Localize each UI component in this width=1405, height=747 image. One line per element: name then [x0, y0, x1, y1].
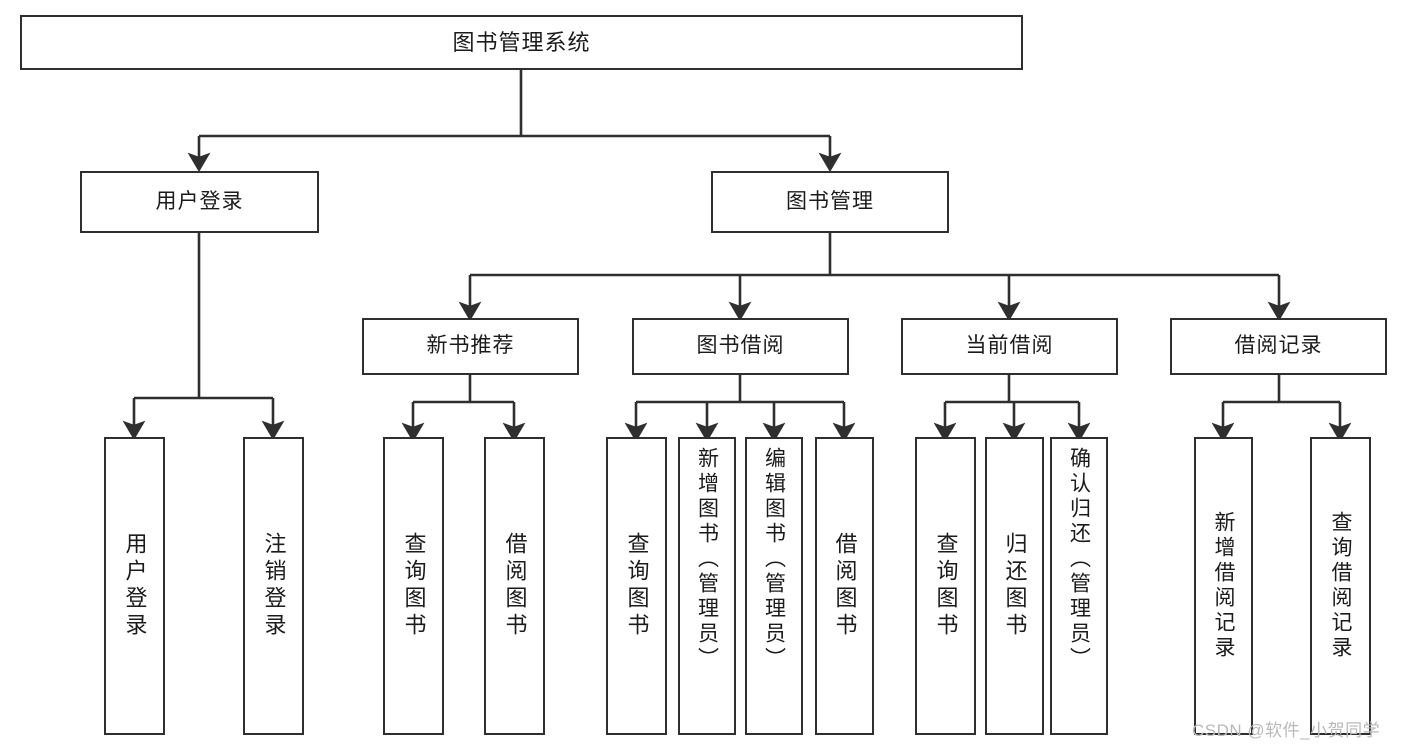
node-label: 当前借阅	[965, 334, 1054, 358]
node-label: 借阅图书	[502, 532, 528, 640]
leaf-user-login[interactable]: 用户登录	[104, 437, 165, 735]
node-label: 新书推荐	[426, 334, 515, 358]
node-label: 用户登录	[155, 189, 244, 213]
leaf-logout[interactable]: 注销登录	[243, 437, 304, 735]
node-borrowing-record[interactable]: 借阅记录	[1170, 318, 1387, 375]
node-label: 新增借阅记录	[1212, 511, 1235, 661]
node-label: 查询图书	[624, 532, 650, 640]
node-new-book-recommendation[interactable]: 新书推荐	[362, 318, 579, 375]
node-label: 查询图书	[933, 532, 959, 640]
leaf-add-book-admin[interactable]: 新增图书（管理员）	[678, 437, 736, 735]
leaf-query-book-current[interactable]: 查询图书	[915, 437, 976, 735]
node-label: 图书借阅	[696, 334, 785, 358]
leaf-borrow-book[interactable]: 借阅图书	[815, 437, 874, 735]
leaf-add-borrow-record[interactable]: 新增借阅记录	[1194, 437, 1253, 735]
leaf-query-borrow-record[interactable]: 查询借阅记录	[1310, 437, 1371, 735]
node-label: 新增图书（管理员）	[695, 447, 719, 672]
node-label: 查询借阅记录	[1329, 511, 1352, 661]
node-label: 借阅记录	[1234, 334, 1323, 358]
leaf-borrow-book-new[interactable]: 借阅图书	[484, 437, 545, 735]
leaf-return-book[interactable]: 归还图书	[985, 437, 1044, 735]
node-current-borrowing[interactable]: 当前借阅	[901, 318, 1118, 375]
node-label: 借阅图书	[832, 532, 858, 640]
node-label: 确认归还（管理员）	[1067, 447, 1091, 672]
node-book-management[interactable]: 图书管理	[711, 171, 949, 233]
leaf-query-book-borrow[interactable]: 查询图书	[606, 437, 667, 735]
leaf-query-book-new[interactable]: 查询图书	[383, 437, 444, 735]
csdn-watermark: CSDN @软件_小贺同学	[1192, 721, 1381, 740]
node-label: 注销登录	[261, 532, 287, 640]
node-label: 图书管理	[786, 189, 874, 213]
node-label: 图书管理系统	[452, 29, 591, 55]
node-book-borrowing[interactable]: 图书借阅	[632, 318, 849, 375]
node-root-book-management-system[interactable]: 图书管理系统	[20, 15, 1023, 70]
leaf-edit-book-admin[interactable]: 编辑图书（管理员）	[745, 437, 803, 735]
node-label: 编辑图书（管理员）	[762, 447, 786, 672]
node-label: 查询图书	[401, 532, 427, 640]
node-user-login[interactable]: 用户登录	[80, 171, 319, 233]
node-label: 归还图书	[1002, 532, 1028, 640]
leaf-confirm-return-admin[interactable]: 确认归还（管理员）	[1050, 437, 1108, 735]
node-label: 用户登录	[122, 532, 148, 640]
